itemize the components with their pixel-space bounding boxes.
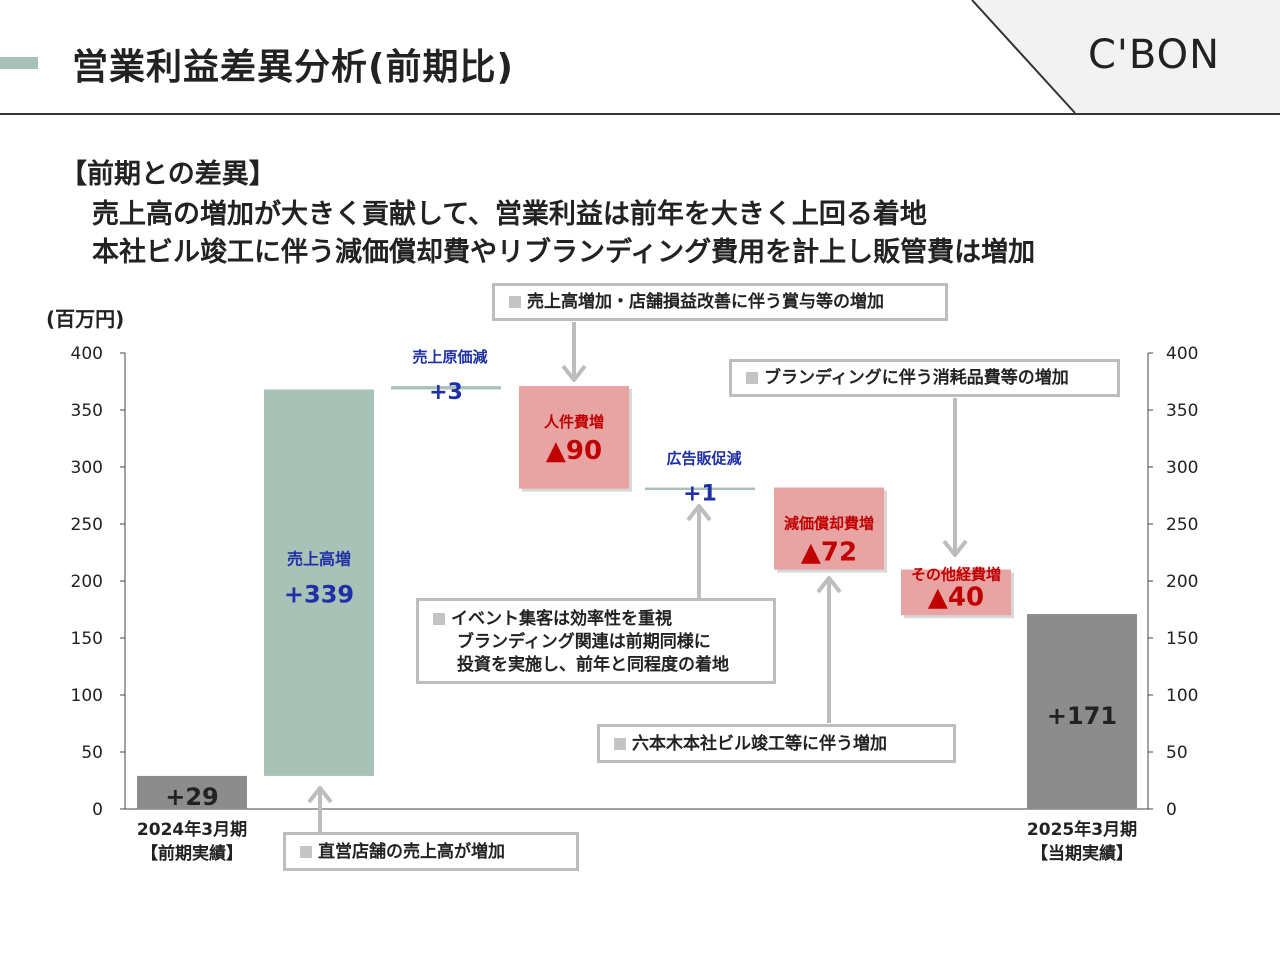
- y-tick-label-right: 0: [1166, 800, 1177, 820]
- arrow-sales-head: [307, 786, 333, 804]
- arrow-event-head: [686, 504, 712, 522]
- bar-shadow: [522, 389, 632, 492]
- callout-event-line-1: イベント集客は効率性を重視: [451, 609, 672, 629]
- x-category-label: 【前期実績】: [141, 843, 243, 864]
- y-tick-label-right: 50: [1166, 743, 1188, 763]
- bar-value-label: +29: [165, 783, 219, 811]
- bar-shadow: [777, 490, 887, 573]
- bar-value-label: +1: [683, 482, 717, 507]
- bar-total-0: [137, 775, 247, 809]
- callout-event-line-3: 投資を実施し、前年と同程度の着地: [457, 655, 729, 675]
- page-title: 営業利益差異分析(前期比): [72, 47, 514, 88]
- callout-bonus-text: 売上高増加・店舗損益改善に伴う賞与等の増加: [527, 292, 884, 312]
- summary-line-2: 本社ビル竣工に伴う減価償却費やリブランディング費用を計上し販管費は増加: [92, 237, 1036, 268]
- bar-value-label: ▲90: [546, 436, 602, 466]
- bar-total-7: [1027, 614, 1137, 809]
- y-tick-label-left: 200: [71, 572, 103, 592]
- arrow-building-head: [816, 576, 842, 594]
- callout-sales-text: 直営店舗の売上高が増加: [318, 842, 505, 862]
- callout-sales: 直営店舗の売上高が増加: [283, 832, 579, 871]
- y-tick-label-left: 100: [71, 686, 103, 706]
- callout-building: 六本木本社ビル竣工等に伴う増加: [597, 724, 956, 763]
- bar-value-label: +3: [429, 380, 463, 405]
- x-category-label: 2024年3月期: [137, 819, 247, 840]
- callout-branding: ブランディングに伴う消耗品費等の増加: [729, 359, 1120, 397]
- bar-売上原価減: [391, 386, 501, 390]
- unit-label: (百万円): [46, 307, 125, 331]
- y-tick-label-left: 150: [71, 629, 103, 649]
- title-accent-bar: [0, 57, 38, 69]
- bar-人件費増: [519, 386, 629, 489]
- y-tick-label-left: 300: [71, 458, 103, 478]
- bar-category-label: 減価償却費増: [784, 515, 874, 533]
- callout-building-text: 六本木本社ビル竣工等に伴う増加: [632, 734, 887, 754]
- arrow-branding-head: [942, 539, 968, 557]
- bar-shadow: [904, 572, 1014, 619]
- bar-value-label: +339: [284, 580, 354, 608]
- y-tick-label-right: 100: [1166, 686, 1198, 706]
- y-tick-label-right: 150: [1166, 629, 1198, 649]
- y-tick-label-right: 250: [1166, 515, 1198, 535]
- bullet-square-icon: [300, 846, 312, 858]
- x-category-label: 2025年3月期: [1027, 819, 1137, 840]
- arrow-bonus-head: [561, 364, 587, 382]
- bar-value-label: ▲40: [928, 583, 984, 613]
- bullet-square-icon: [746, 372, 758, 384]
- y-tick-label-left: 350: [71, 401, 103, 421]
- company-logo: C'BON: [1088, 32, 1221, 78]
- bar-その他経費増: [901, 569, 1011, 616]
- bar-value-label: ▲72: [801, 538, 857, 568]
- y-tick-label-right: 350: [1166, 401, 1198, 421]
- bullet-square-icon: [614, 738, 626, 750]
- bar-広告販促減: [645, 487, 755, 491]
- y-tick-label-left: 0: [92, 800, 103, 820]
- bar-category-label: その他経費増: [911, 566, 1001, 584]
- bullet-square-icon: [509, 296, 521, 308]
- y-tick-label-right: 300: [1166, 458, 1198, 478]
- y-tick-label-right: 400: [1166, 344, 1198, 364]
- bar-value-label: +171: [1047, 702, 1117, 730]
- bar-減価償却費増: [774, 487, 884, 570]
- x-category-label: 【当期実績】: [1031, 843, 1133, 864]
- header-divider: [0, 113, 1280, 115]
- bar-category-label: 売上原価減: [412, 348, 487, 366]
- callout-event: イベント集客は効率性を重視 ブランディング関連は前期同様に 投資を実施し、前年と…: [416, 598, 776, 684]
- y-tick-label-right: 200: [1166, 572, 1198, 592]
- summary-heading: 【前期との差異】: [60, 159, 276, 190]
- callout-branding-text: ブランディングに伴う消耗品費等の増加: [764, 368, 1069, 388]
- callout-event-line-2: ブランディング関連は前期同様に: [457, 632, 711, 652]
- bar-category-label: 売上高増: [287, 549, 351, 568]
- callout-bonus: 売上高増加・店舗損益改善に伴う賞与等の増加: [492, 283, 948, 321]
- bar-category-label: 広告販促減: [666, 450, 741, 468]
- bullet-square-icon: [433, 613, 445, 625]
- logo-panel-shape: [971, 0, 1280, 114]
- summary-line-1: 売上高の増加が大きく貢献して、営業利益は前年を大きく上回る着地: [92, 199, 927, 230]
- y-tick-label-left: 50: [81, 743, 103, 763]
- bar-売上高増: [264, 389, 374, 776]
- y-tick-label-left: 250: [71, 515, 103, 535]
- bar-category-label: 人件費増: [544, 413, 604, 431]
- y-tick-label-left: 400: [71, 344, 103, 364]
